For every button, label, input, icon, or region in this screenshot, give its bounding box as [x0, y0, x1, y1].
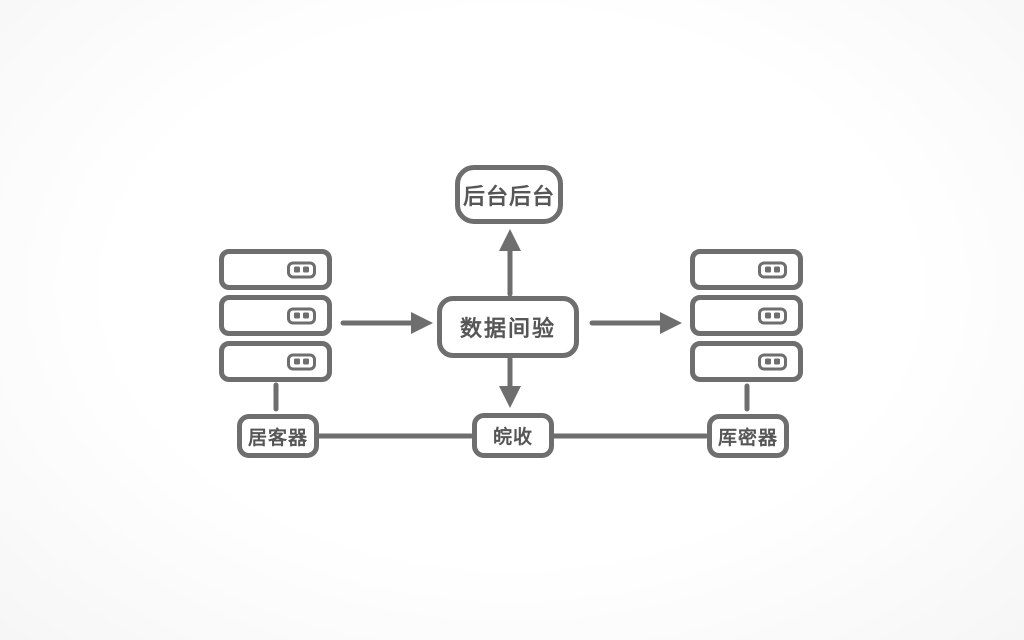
server-icon [690, 249, 803, 290]
led-square [774, 358, 780, 365]
drive-slot-icon [287, 307, 316, 324]
server-stack-right [690, 249, 803, 382]
node-backend-label: 后台后台 [462, 184, 555, 210]
server-icon [690, 295, 803, 336]
led-square [294, 358, 300, 365]
node-data-check: 数据间验 [437, 296, 579, 358]
led-square [774, 266, 780, 273]
led-square [765, 358, 771, 365]
server-icon [219, 249, 332, 290]
drive-slot-icon [758, 307, 787, 324]
node-server-left-label: 居客器 [247, 426, 308, 449]
led-square [294, 266, 300, 273]
led-square [303, 266, 309, 273]
led-square [294, 312, 300, 319]
led-square [303, 358, 309, 365]
server-icon [219, 295, 332, 336]
server-stack-left [219, 249, 332, 382]
arrow-center-to-top-head [499, 229, 521, 251]
node-data-check-label: 数据间验 [459, 317, 556, 342]
server-icon [690, 341, 803, 382]
node-server-right: 厍密器 [707, 414, 789, 458]
drive-slot-icon [287, 353, 316, 370]
led-square [765, 266, 771, 273]
arrow-left-to-center-head [411, 312, 433, 334]
led-square [765, 312, 771, 319]
led-square [774, 312, 780, 319]
led-square [303, 312, 309, 319]
node-server-left: 居客器 [237, 414, 319, 458]
server-icon [219, 341, 332, 382]
node-acceptance-label: 皖收 [492, 426, 533, 448]
drive-slot-icon [287, 261, 316, 278]
arrow-center-to-bottom-head [499, 386, 521, 408]
node-acceptance: 皖收 [472, 413, 554, 458]
node-server-right-label: 厍密器 [717, 426, 778, 449]
node-backend: 后台后台 [455, 165, 563, 224]
drive-slot-icon [758, 353, 787, 370]
drive-slot-icon [758, 261, 787, 278]
arrow-center-to-right-head [660, 312, 682, 334]
